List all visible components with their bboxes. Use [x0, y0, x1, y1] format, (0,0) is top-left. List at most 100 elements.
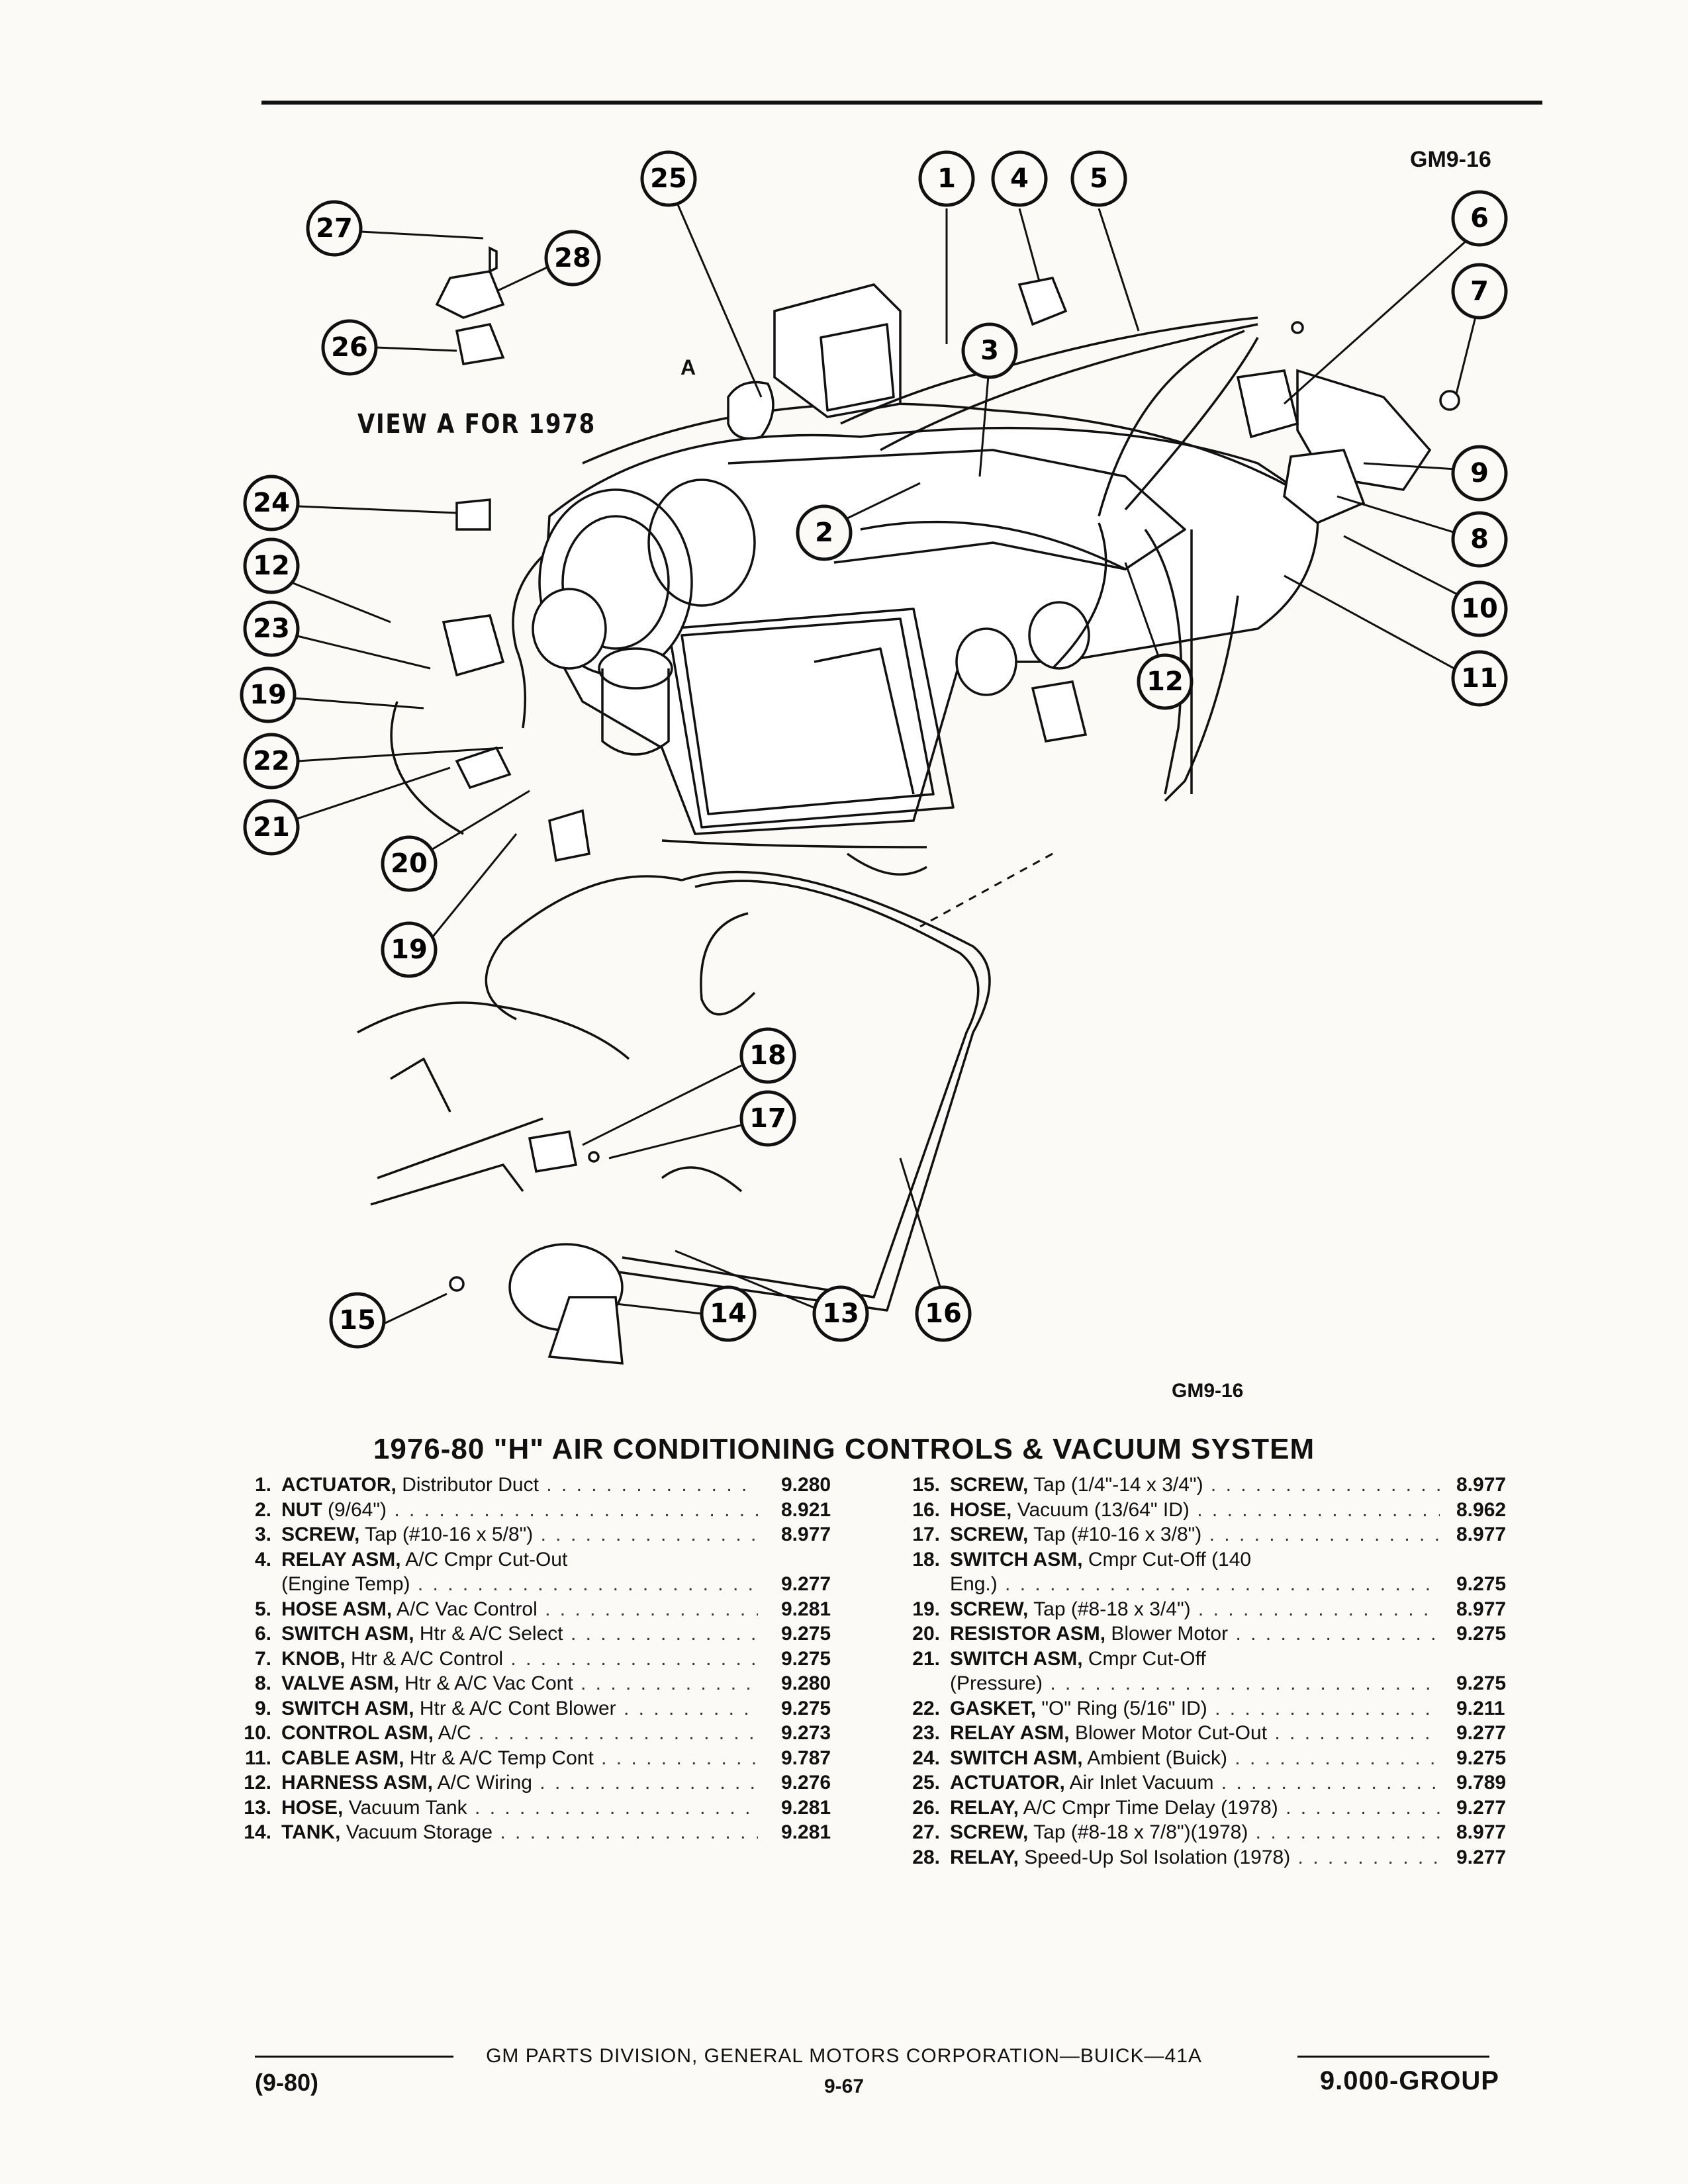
parts-list-row-continued: Eng.) . . . . . . . . . . . . . . . . . …: [887, 1572, 1542, 1597]
callout-10: 10: [1451, 580, 1508, 637]
part-name: RELAY ASM,: [281, 1548, 401, 1570]
part-description: KNOB, Htr & A/C Control . . . . . . . . …: [281, 1647, 758, 1672]
callout-17: 17: [739, 1090, 796, 1147]
svg-text:13: 13: [822, 1298, 859, 1329]
part-description: VALVE ASM, Htr & A/C Vac Cont . . . . . …: [281, 1671, 758, 1696]
svg-text:6: 6: [1470, 203, 1489, 234]
callout-28: 28: [544, 230, 601, 287]
group-number: 9.275: [781, 1697, 831, 1719]
footer-publisher: GM PARTS DIVISION, GENERAL MOTORS CORPOR…: [486, 2045, 1202, 2067]
callout-6: 6: [1451, 190, 1508, 247]
top-rule: [261, 101, 1542, 105]
part-name: SWITCH ASM,: [281, 1697, 414, 1719]
callout-8: 8: [1451, 511, 1508, 568]
dot-leader: . . . . . . . . . . . . . . . . . . . . …: [540, 1524, 758, 1545]
svg-text:19: 19: [250, 680, 287, 710]
callout-18: 18: [739, 1027, 796, 1084]
group-number: 8.962: [1456, 1498, 1507, 1521]
svg-text:21: 21: [253, 812, 290, 842]
dot-leader: . . . . . . . . . . . . . . . . . . . . …: [1255, 1821, 1440, 1843]
callout-26: 26: [321, 319, 378, 376]
vacuum-actuators: [955, 601, 1090, 743]
dot-leader: . . . . . . . . . . . . . . . . . . . . …: [1210, 1474, 1440, 1496]
part-description: CONTROL ASM, A/C . . . . . . . . . . . .…: [281, 1721, 758, 1746]
part-description: GASKET, "O" Ring (5/16" ID) . . . . . . …: [950, 1696, 1440, 1721]
parts-list-row: 2.NUT (9/64") . . . . . . . . . . . . . …: [218, 1498, 867, 1523]
part-name: RELAY,: [950, 1846, 1019, 1868]
part-name: SWITCH ASM,: [950, 1647, 1083, 1670]
part-description: HOSE, Vacuum Tank . . . . . . . . . . . …: [281, 1796, 758, 1821]
part-name: SWITCH ASM,: [281, 1623, 414, 1645]
group-number: 8.977: [781, 1524, 831, 1545]
part-name: SCREW,: [950, 1821, 1029, 1843]
figure-code-bottom: GM9-16: [1172, 1380, 1244, 1402]
svg-text:18: 18: [749, 1040, 786, 1071]
callout-15: 15: [329, 1292, 386, 1349]
callout-12-right: 12: [1137, 653, 1194, 710]
part-name: CONTROL ASM,: [281, 1722, 434, 1744]
part-detail: (9/64"): [322, 1498, 387, 1521]
part-description: CABLE ASM, Htr & A/C Temp Cont . . . . .…: [281, 1746, 758, 1771]
parts-list-row: 20. RESISTOR ASM, Blower Motor . . . . . …: [887, 1621, 1542, 1647]
part-description: SCREW, Tap (#10-16 x 3/8") . . . . . . .…: [950, 1522, 1440, 1547]
part-detail-continued: (Engine Temp): [281, 1573, 410, 1595]
callout-25: 25: [640, 150, 697, 207]
part-description: RESISTOR ASM, Blower Motor . . . . . . .…: [950, 1621, 1440, 1647]
svg-text:8: 8: [1470, 524, 1489, 555]
part-detail: A/C Cmpr Time Delay (1978): [1018, 1796, 1278, 1819]
dot-leader: . . . . . . . . . . . . . . . . . . . . …: [1215, 1697, 1440, 1719]
part-detail: Htr & A/C Control: [345, 1647, 504, 1670]
dot-leader: . . . . . . . . . . . . . . . . . . . . …: [1197, 1498, 1440, 1521]
callout-5: 5: [1070, 150, 1127, 207]
part-detail: Vacuum (13/64" ID): [1011, 1498, 1190, 1521]
part-number: 20.: [912, 1623, 940, 1645]
part-detail: Tap (#8-18 x 3/4"): [1028, 1598, 1191, 1620]
svg-text:24: 24: [253, 488, 290, 518]
part-description: SWITCH ASM, Htr & A/C Select . . . . . .…: [281, 1621, 758, 1647]
parts-list-row-continued: (Pressure) . . . . . . . . . . . . . . .…: [887, 1671, 1542, 1696]
callout-2: 2: [796, 504, 853, 561]
part-name: ACTUATOR,: [281, 1474, 397, 1496]
svg-text:9: 9: [1470, 458, 1489, 488]
part-name: GASKET,: [950, 1697, 1037, 1719]
callout-24: 24: [243, 475, 300, 531]
svg-text:22: 22: [253, 746, 290, 776]
part-description: (Pressure) . . . . . . . . . . . . . . .…: [950, 1671, 1440, 1696]
callout-13: 13: [812, 1285, 869, 1342]
parts-list-row: 16.HOSE, Vacuum (13/64" ID) . . . . . . …: [887, 1498, 1542, 1523]
leader-lines: [291, 198, 1481, 1325]
parts-list-row: 14.TANK, Vacuum Storage . . . . . . . . …: [218, 1820, 867, 1845]
part-number: 15.: [912, 1474, 940, 1496]
parts-list-row: 17.SCREW, Tap (#10-16 x 3/8") . . . . . …: [887, 1522, 1542, 1547]
part-detail: Blower Motor Cut-Out: [1069, 1722, 1268, 1744]
dot-leader: . . . . . . . . . . . . . . . . . . . . …: [417, 1573, 758, 1595]
group-number: 9.281: [781, 1598, 831, 1620]
parts-list-row: 26.RELAY, A/C Cmpr Time Delay (1978) . .…: [887, 1796, 1542, 1821]
svg-text:4: 4: [1010, 163, 1029, 194]
part-description: SCREW, Tap (1/4"-14 x 3/4") . . . . . . …: [950, 1473, 1440, 1498]
part-name: ACTUATOR,: [950, 1772, 1065, 1794]
group-number: 9.276: [781, 1772, 831, 1794]
part-detail: Htr & A/C Vac Cont: [399, 1672, 573, 1694]
part-name: SCREW,: [281, 1524, 360, 1545]
part-number: 23.: [912, 1722, 940, 1744]
group-number: 9.275: [1456, 1672, 1507, 1694]
svg-text:28: 28: [554, 243, 591, 273]
footer-rule-right: [1297, 2056, 1489, 2058]
part-description: (Engine Temp) . . . . . . . . . . . . . …: [281, 1572, 758, 1597]
dot-leader: . . . . . . . . . . . . . . . . . . . . …: [1050, 1672, 1440, 1694]
dot-leader: . . . . . . . . . . . . . . . . . . . . …: [500, 1821, 758, 1843]
parts-list-row: 9.SWITCH ASM, Htr & A/C Cont Blower . . …: [218, 1696, 867, 1721]
part-detail: Cmpr Cut-Off (140: [1082, 1548, 1252, 1570]
group-number: 8.977: [1456, 1598, 1507, 1620]
svg-text:3: 3: [980, 336, 999, 366]
part-detail: A/C Vac Control: [392, 1598, 538, 1620]
part-name: VALVE ASM,: [281, 1672, 399, 1694]
callout-21: 21: [243, 799, 300, 856]
part-detail: A/C: [434, 1722, 471, 1744]
firewall-outline: [357, 1001, 630, 1206]
svg-text:15: 15: [339, 1305, 376, 1336]
dot-leader: . . . . . . . . . . . . . . . . . . . . …: [479, 1722, 758, 1744]
part-description: SCREW, Tap (#10-16 x 5/8") . . . . . . .…: [281, 1522, 758, 1547]
group-number: 9.789: [1456, 1772, 1507, 1794]
